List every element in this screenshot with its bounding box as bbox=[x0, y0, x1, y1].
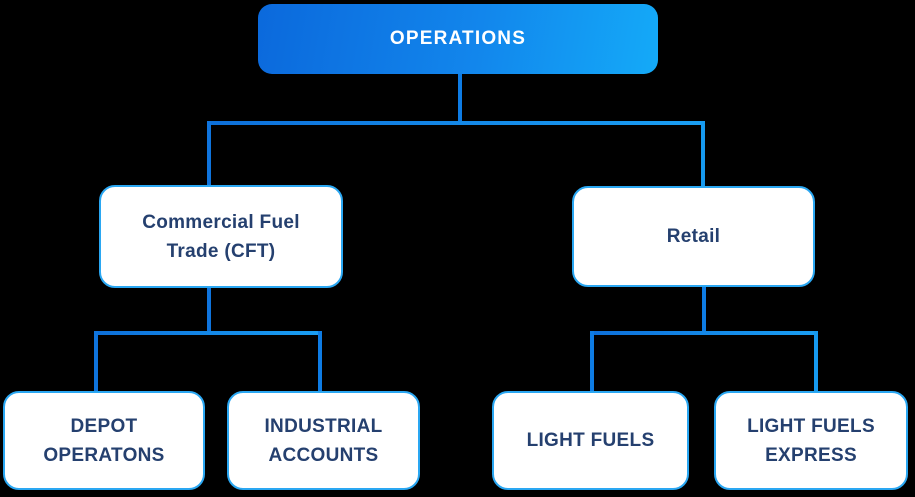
node-label-line: EXPRESS bbox=[765, 444, 857, 466]
connector-retail-children-horizontal bbox=[590, 331, 818, 335]
connector-level2-horizontal bbox=[207, 121, 705, 125]
connector-depot-drop bbox=[94, 331, 98, 393]
node-retail: Retail bbox=[572, 186, 815, 287]
node-industrial-accounts: INDUSTRIAL ACCOUNTS bbox=[227, 391, 420, 490]
connector-cft-drop bbox=[207, 121, 211, 187]
connector-cft-stem bbox=[207, 286, 211, 333]
connector-cft-children-horizontal bbox=[94, 331, 322, 335]
node-commercial-fuel-trade: Commercial Fuel Trade (CFT) bbox=[99, 185, 343, 288]
connector-light-fuels-express-drop bbox=[814, 331, 818, 393]
node-label-line: Retail bbox=[666, 226, 721, 247]
node-operations-label: OPERATIONS bbox=[389, 28, 527, 49]
connector-light-fuels-drop bbox=[590, 331, 594, 393]
node-label-line: LIGHT FUELS bbox=[747, 415, 875, 437]
node-label-line: DEPOT bbox=[70, 415, 138, 437]
connector-retail-drop bbox=[701, 121, 705, 187]
node-depot-operatons: DEPOT OPERATONS bbox=[3, 391, 205, 490]
node-operations: OPERATIONS bbox=[258, 4, 658, 74]
connector-operations-stem bbox=[458, 72, 462, 125]
connector-industrial-drop bbox=[318, 331, 322, 393]
node-label-line: Trade (CFT) bbox=[166, 240, 276, 262]
node-label-line: ACCOUNTS bbox=[268, 444, 379, 466]
connector-retail-stem bbox=[702, 286, 706, 333]
node-label-line: LIGHT FUELS bbox=[526, 430, 655, 451]
node-light-fuels-express: LIGHT FUELS EXPRESS bbox=[714, 391, 908, 490]
node-label-line: OPERATONS bbox=[43, 444, 165, 466]
node-label-line: INDUSTRIAL bbox=[264, 415, 383, 437]
node-label-line: Commercial Fuel bbox=[142, 211, 300, 233]
node-light-fuels: LIGHT FUELS bbox=[492, 391, 689, 490]
